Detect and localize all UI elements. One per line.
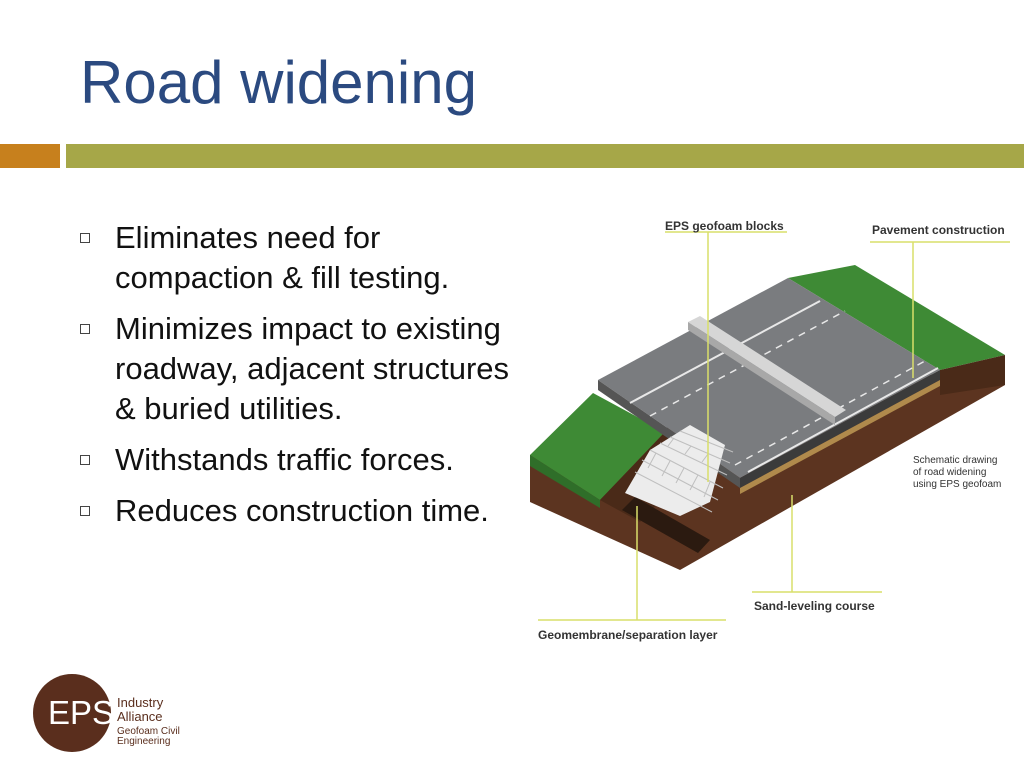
label-sand-leveling: Sand-leveling course — [754, 599, 875, 613]
bullet-item: Minimizes impact to existing roadway, ad… — [80, 309, 520, 429]
geomembrane-layer — [622, 497, 710, 553]
logo-circle-mark — [33, 674, 111, 752]
median-barrier — [688, 316, 846, 417]
eps-geofoam-blocks — [625, 425, 734, 516]
left-grass-slope — [530, 393, 665, 500]
left-grass-edge — [530, 455, 600, 508]
slide-title: Road widening — [80, 49, 477, 116]
label-pavement: Pavement construction — [872, 223, 1005, 237]
logo-text-alliance: Alliance — [117, 709, 163, 724]
bullet-item: Withstands traffic forces. — [80, 440, 520, 480]
road-widening-diagram: EPS geofoam blocks Pavement construction… — [530, 219, 1010, 642]
accent-bar-olive — [66, 144, 1024, 168]
label-geomembrane: Geomembrane/separation layer — [538, 628, 718, 642]
square-bullet-icon — [80, 324, 90, 334]
bullet-list: Eliminates need for compaction & fill te… — [80, 218, 520, 542]
logo-text-industry: Industry — [117, 695, 164, 710]
right-soil-edge — [940, 355, 1005, 395]
accent-bar-orange — [0, 144, 60, 168]
square-bullet-icon — [80, 233, 90, 243]
right-grass-slope — [788, 265, 1005, 370]
caption-line-3: using EPS geofoam — [913, 479, 1001, 490]
caption-line-1: Schematic drawing — [913, 455, 997, 466]
bullet-text: Reduces construction time. — [115, 493, 489, 528]
sand-leveling-layer — [740, 380, 940, 494]
bullet-text: Minimizes impact to existing roadway, ad… — [115, 311, 510, 426]
pavement-edge — [740, 370, 940, 488]
median-barrier-side — [688, 322, 835, 425]
square-bullet-icon — [80, 506, 90, 516]
bullet-text: Eliminates need for compaction & fill te… — [115, 220, 450, 295]
caption-line-2: of road widening — [913, 467, 986, 478]
eps-industry-alliance-logo: EPS Industry Alliance Geofoam Civil Engi… — [33, 674, 213, 754]
label-eps-blocks: EPS geofoam blocks — [665, 219, 784, 233]
bullet-text: Withstands traffic forces. — [115, 442, 454, 477]
lane-line-solid — [747, 367, 939, 473]
bullet-item: Reduces construction time. — [80, 491, 520, 531]
logo-text-geofoam: Geofoam Civil — [117, 726, 180, 737]
logo-mark-text: EPS — [48, 694, 115, 731]
logo-text-engineering: Engineering — [117, 736, 171, 747]
square-bullet-icon — [80, 455, 90, 465]
bullet-item: Eliminates need for compaction & fill te… — [80, 218, 520, 298]
